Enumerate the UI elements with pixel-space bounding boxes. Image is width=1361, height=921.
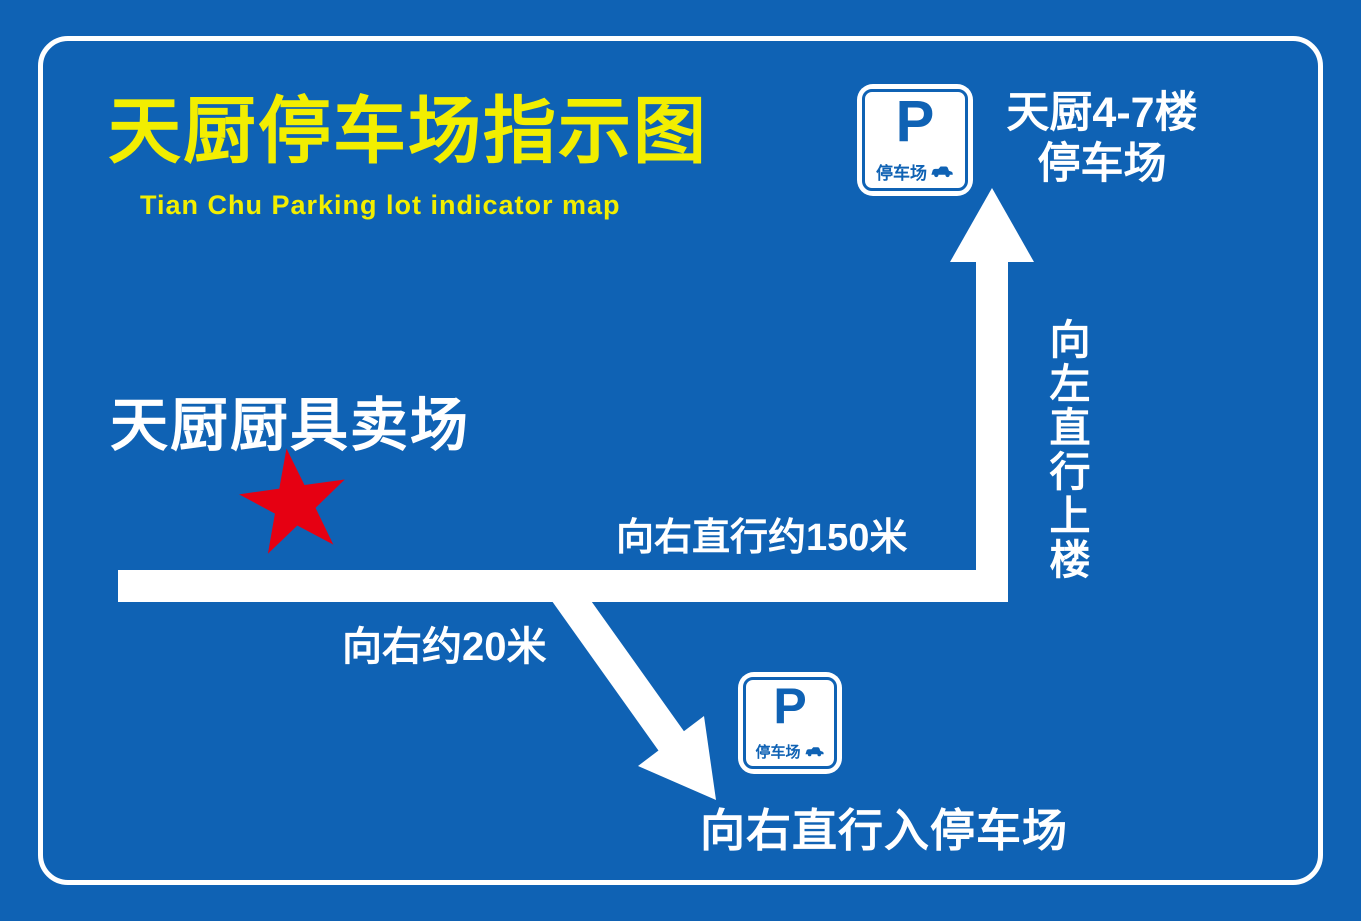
destination-line1: 天厨4-7楼 — [1006, 89, 1198, 137]
route-label-upstairs: 向左直行上楼 — [1043, 318, 1089, 582]
car-icon — [931, 166, 953, 178]
car-icon — [804, 747, 824, 757]
route-line-diagonal — [544, 572, 686, 752]
parking-sign-label: 停车场 — [876, 164, 927, 183]
parking-sign-label-row: 停车场 — [755, 741, 824, 762]
star-icon — [239, 448, 345, 554]
top-destination-label: 天厨4-7楼 停车场 — [982, 88, 1222, 189]
arrowhead-up — [950, 188, 1034, 262]
page-subtitle: Tian Chu Parking lot indicator map — [140, 190, 621, 220]
parking-sign-frame: P 停车场 — [862, 89, 968, 191]
parking-p-letter: P — [773, 678, 807, 734]
parking-sign-bottom: P 停车场 — [738, 672, 842, 774]
arrowhead-down-right — [638, 716, 716, 800]
parking-sign-frame: P 停车场 — [743, 677, 837, 769]
parking-p-letter: P — [895, 89, 935, 154]
route-label-enter-parking: 向右直行入停车场 — [700, 805, 1069, 856]
store-label: 天厨厨具卖场 — [110, 393, 471, 458]
route-label-20m: 向右约20米 — [342, 625, 547, 669]
route-label-150m: 向右直行约150米 — [616, 517, 908, 559]
parking-sign-label-row: 停车场 — [876, 159, 954, 184]
page-title: 天厨停车场指示图 — [108, 91, 708, 172]
parking-sign-top: P 停车场 — [857, 84, 973, 196]
parking-sign-label: 停车场 — [755, 744, 801, 761]
destination-line2: 停车场 — [1037, 139, 1167, 188]
